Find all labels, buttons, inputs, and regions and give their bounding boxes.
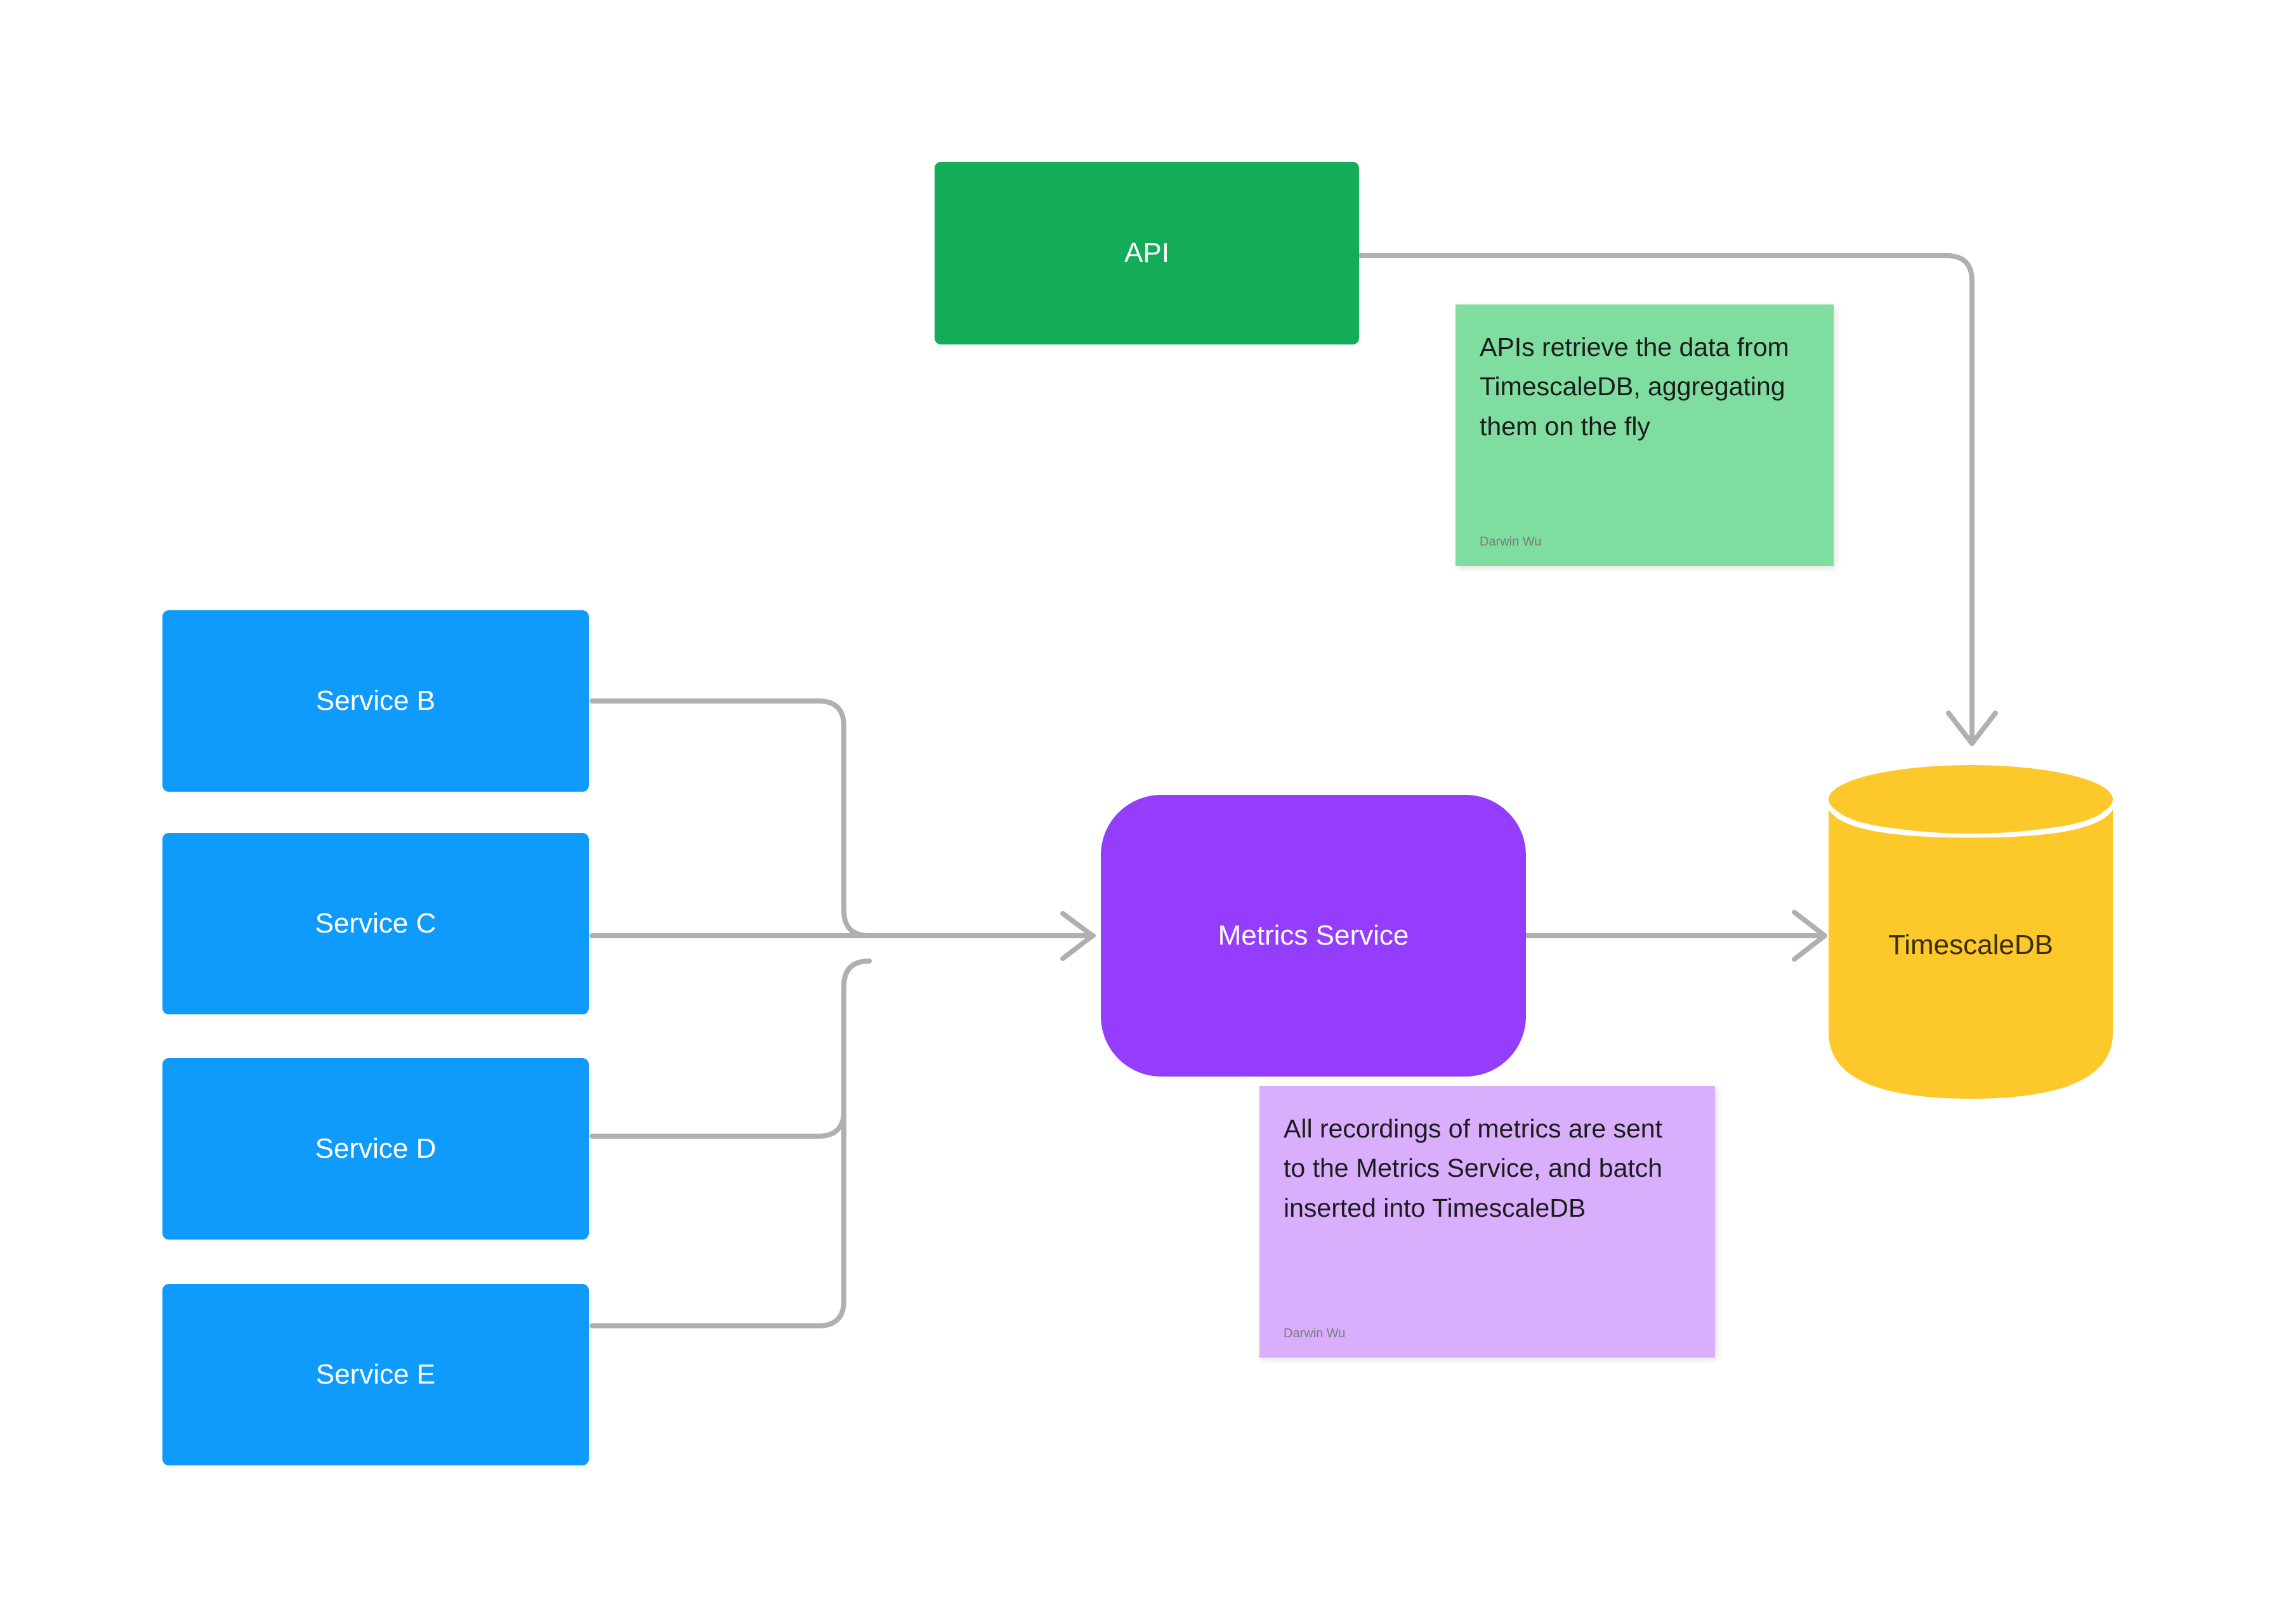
sticky-note-metrics[interactable]: All recordings of metrics are sent to th… — [1259, 1086, 1715, 1358]
connector-service-d — [589, 959, 872, 1139]
node-service-e[interactable] — [162, 1284, 589, 1465]
node-service-d[interactable] — [162, 1058, 589, 1240]
node-api[interactable] — [935, 162, 1359, 344]
node-service-b[interactable] — [162, 610, 589, 792]
sticky-note-api-text: APIs retrieve the data from TimescaleDB,… — [1480, 332, 1789, 441]
node-service-c[interactable] — [162, 833, 589, 1014]
node-timescaledb[interactable] — [1825, 760, 2117, 1103]
sticky-note-api[interactable]: APIs retrieve the data from TimescaleDB,… — [1456, 304, 1834, 566]
sticky-note-api-author: Darwin Wu — [1480, 535, 1542, 549]
sticky-note-metrics-text: All recordings of metrics are sent to th… — [1284, 1114, 1663, 1222]
sticky-note-metrics-author: Darwin Wu — [1284, 1326, 1346, 1340]
arrowhead-db-in-left — [1792, 910, 1827, 962]
arrowhead-db-in-top — [1946, 710, 1998, 746]
connector-api-to-db — [1357, 253, 1975, 745]
connector-service-e — [589, 959, 872, 1328]
connector-service-b — [589, 698, 872, 938]
node-metrics-service[interactable] — [1101, 795, 1526, 1077]
arrowhead-metrics-in — [1060, 911, 1095, 961]
